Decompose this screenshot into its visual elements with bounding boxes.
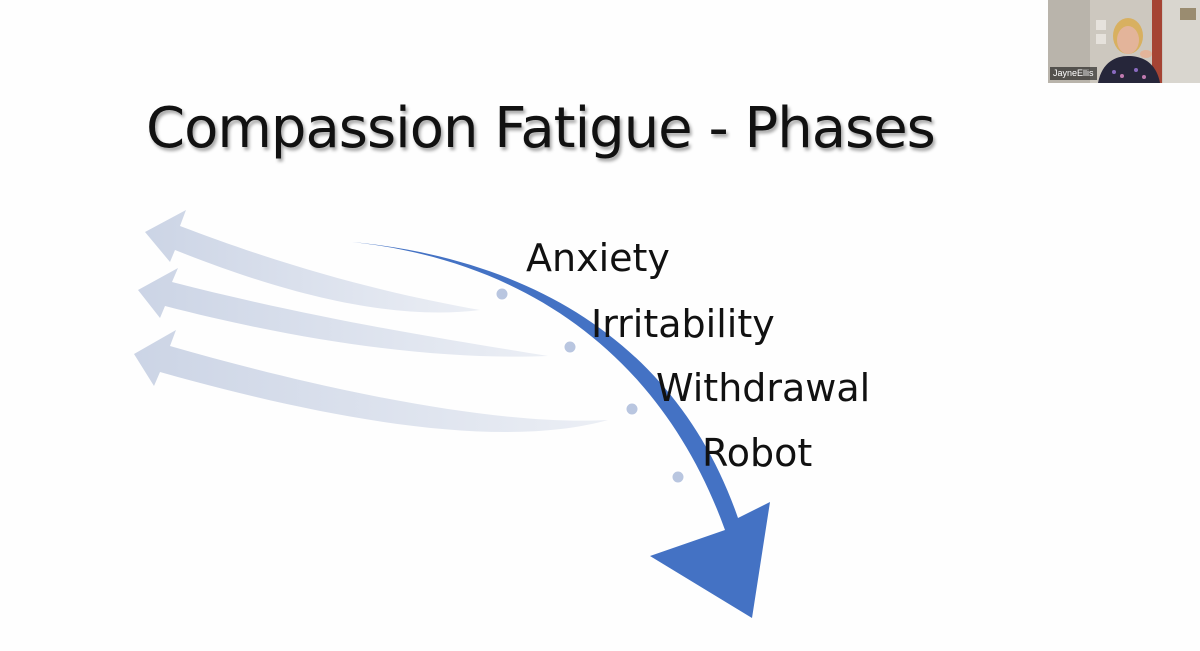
phase-label-anxiety: Anxiety: [526, 236, 670, 280]
phase-marker-withdrawal: [624, 401, 640, 417]
phase-label-robot: Robot: [702, 431, 812, 475]
main-arrow: [352, 242, 770, 618]
faded-arrow-top: [145, 210, 480, 313]
phase-marker-anxiety: [494, 286, 510, 302]
faded-arrow-middle: [138, 268, 548, 357]
faded-arrow-bottom: [134, 330, 608, 433]
phase-marker-robot: [670, 469, 686, 485]
phase-label-withdrawal: Withdrawal: [656, 366, 870, 410]
participant-video-tile[interactable]: JayneEllis: [1048, 0, 1200, 83]
phase-marker-irritability: [562, 339, 578, 355]
participant-name-label: JayneEllis: [1050, 67, 1097, 80]
slide-title: Compassion Fatigue - Phases: [146, 96, 936, 161]
phase-label-irritability: Irritability: [591, 302, 775, 346]
